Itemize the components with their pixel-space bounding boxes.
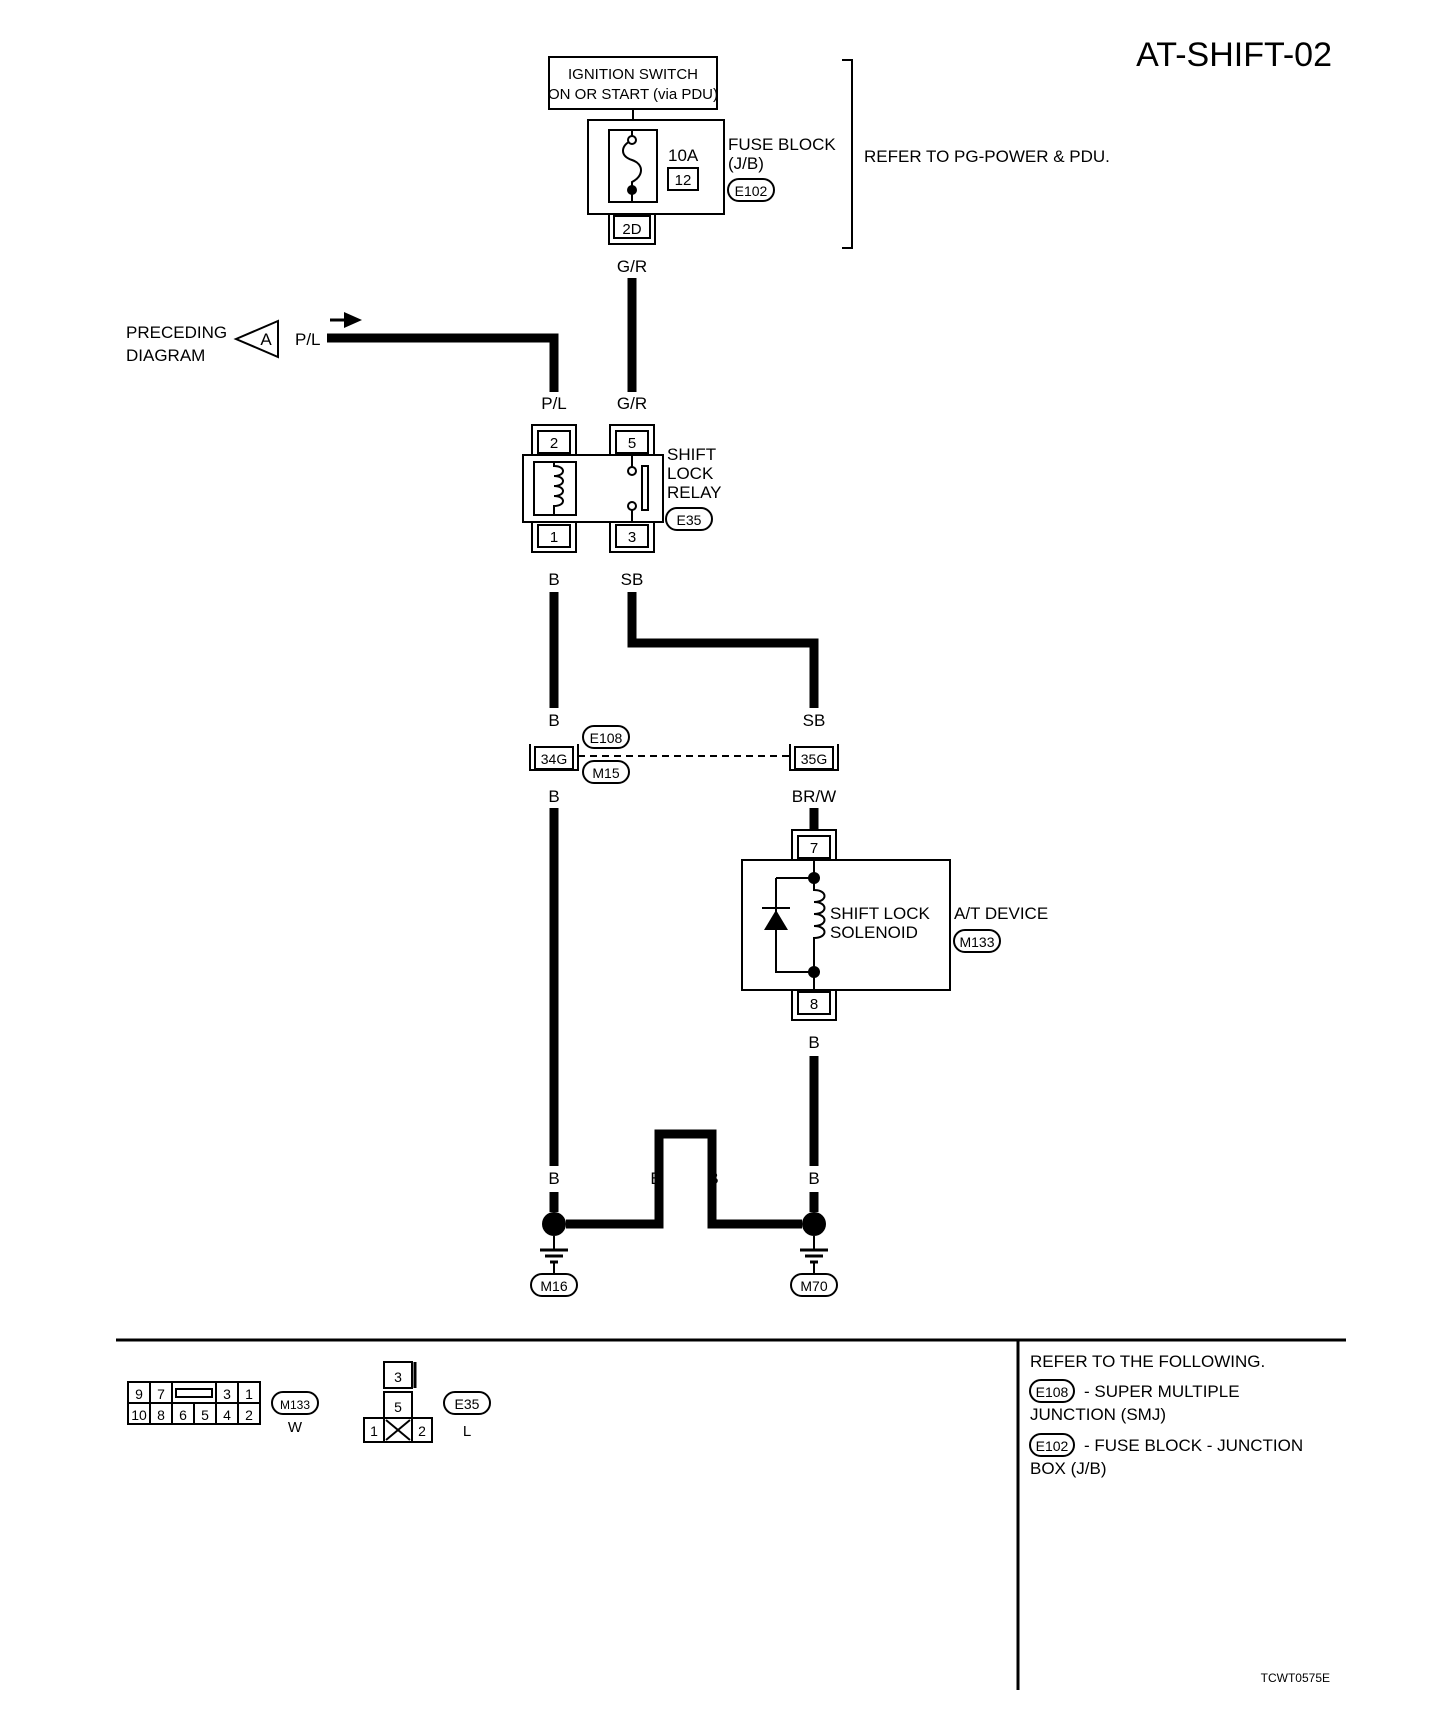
- e35-face-id: E35: [455, 1396, 480, 1412]
- m133-pin-10: 10: [131, 1407, 147, 1423]
- wire-label-sb-joint-top: SB: [803, 711, 826, 730]
- relay-terminal-5: 5: [628, 435, 636, 452]
- refer-bracket: [842, 59, 853, 249]
- e35-pin-3: 3: [394, 1369, 402, 1385]
- diagram-title: AT-SHIFT-02: [1136, 36, 1332, 74]
- shift-lock-relay: 2 5 1 3 SHIFT LOCK RELAY E35: [522, 424, 722, 553]
- m133-pin-7: 7: [157, 1386, 165, 1402]
- fuse-connector-id: E102: [735, 183, 768, 199]
- solenoid-coil-icon: [813, 878, 826, 972]
- wire-label-gr-top: G/R: [617, 257, 647, 276]
- device-terminal-7: 7: [810, 840, 818, 857]
- refer-power-note: REFER TO PG-POWER & PDU.: [864, 147, 1110, 166]
- ground-m16-label: M16: [540, 1278, 567, 1294]
- m133-pin-3: 3: [223, 1386, 231, 1402]
- wire-label-b-device: B: [808, 1033, 819, 1052]
- fuse-block-jb: (J/B): [728, 154, 764, 173]
- wire-label-b-joint-top: B: [548, 711, 559, 730]
- wire-label-pl-left: P/L: [295, 330, 321, 349]
- relay-name-3: RELAY: [667, 483, 722, 502]
- preceding-label-2: DIAGRAM: [126, 346, 205, 365]
- relay-terminal-1: 1: [550, 529, 558, 546]
- wire-label-sb-relay: SB: [621, 570, 644, 589]
- connector-face-m133: 9 7 3 1 10 8 6 5 4 2 M133 W: [127, 1381, 319, 1436]
- refer-heading: REFER TO THE FOLLOWING.: [1030, 1352, 1265, 1371]
- joint-terminal-34g: 34G: [541, 751, 567, 767]
- ground-m16: M16: [530, 1212, 578, 1297]
- refer-item1-line1: - SUPER MULTIPLE: [1084, 1382, 1240, 1401]
- fuse-block-name: FUSE BLOCK: [728, 135, 836, 154]
- fuse-number: 12: [675, 172, 692, 189]
- refer-item2-line2: BOX (J/B): [1030, 1459, 1107, 1478]
- joint-terminal-35g: 35G: [801, 751, 827, 767]
- ignition-switch-line2: ON OR START (via PDU): [548, 86, 718, 103]
- refer-following-panel: REFER TO THE FOLLOWING. E108 - SUPER MUL…: [1029, 1352, 1303, 1478]
- m133-pin-8: 8: [157, 1407, 165, 1423]
- wire-label-b-ground-3: B: [707, 1169, 718, 1188]
- m133-pin-6: 6: [179, 1407, 187, 1423]
- solenoid-label-2: SOLENOID: [830, 923, 918, 942]
- joint-connector-e108: E108: [590, 730, 623, 746]
- joint-connector-e108-m15: 34G 35G E108 M15: [529, 725, 839, 784]
- wire-label-b-ground-1: B: [548, 1169, 559, 1188]
- refer-item2-line1: - FUSE BLOCK - JUNCTION: [1084, 1436, 1303, 1455]
- fuse-block: 10A 12 FUSE BLOCK (J/B) E102 2D: [587, 119, 836, 245]
- solenoid-label-1: SHIFT LOCK: [830, 904, 930, 923]
- e35-pin-1: 1: [370, 1423, 378, 1439]
- wire-ground-jumper: [566, 1129, 802, 1229]
- relay-connector-id: E35: [677, 512, 702, 528]
- relay-name-2: LOCK: [667, 464, 714, 483]
- m133-pin-1: 1: [245, 1386, 253, 1402]
- m133-pin-4: 4: [223, 1407, 231, 1423]
- relay-terminal-2: 2: [550, 435, 558, 452]
- device-terminal-8: 8: [810, 996, 818, 1013]
- at-device: 7 SHIFT LOCK SOLENOID 8 A/T DEVICE M133: [741, 829, 1048, 1021]
- joint-connector-m15: M15: [592, 765, 619, 781]
- wire-label-b-joint-bottom: B: [548, 787, 559, 806]
- relay-name-1: SHIFT: [667, 445, 716, 464]
- preceding-label-1: PRECEDING: [126, 323, 227, 342]
- refer-item1-conn: E108: [1036, 1384, 1069, 1400]
- relay-terminal-3: 3: [628, 529, 636, 546]
- wire-label-pl-relay: P/L: [541, 394, 567, 413]
- connector-face-e35: 3 5 1 2 E35 L: [363, 1361, 491, 1443]
- m133-face-id: M133: [280, 1398, 310, 1412]
- m133-pin-2: 2: [245, 1407, 253, 1423]
- refer-item1-line2: JUNCTION (SMJ): [1030, 1405, 1166, 1424]
- ground-m70: M70: [790, 1212, 838, 1297]
- svg-text:A: A: [260, 330, 272, 349]
- ignition-switch-line1: IGNITION SWITCH: [568, 66, 698, 83]
- diode-icon: [764, 910, 788, 930]
- m133-pin-9: 9: [135, 1386, 143, 1402]
- e35-pin-2: 2: [418, 1423, 426, 1439]
- ignition-switch: IGNITION SWITCH ON OR START (via PDU): [548, 56, 718, 110]
- diagram-code: TCWT0575E: [1261, 1671, 1330, 1685]
- wire-label-b-ground-4: B: [808, 1169, 819, 1188]
- preceding-connector-marker: A: [233, 319, 279, 359]
- device-name: A/T DEVICE: [954, 904, 1048, 923]
- m133-pin-5: 5: [201, 1407, 209, 1423]
- wire-label-gr-relay: G/R: [617, 394, 647, 413]
- wire-label-b-relay: B: [548, 570, 559, 589]
- device-connector-id: M133: [959, 934, 994, 950]
- e35-face-color: L: [463, 1423, 471, 1440]
- refer-item2-conn: E102: [1036, 1438, 1069, 1454]
- wire-sb: [627, 592, 819, 708]
- wire-pl: [327, 333, 559, 392]
- wire-label-b-ground-2: B: [650, 1169, 661, 1188]
- fuse-amperage: 10A: [668, 146, 699, 165]
- wire-label-brw: BR/W: [792, 787, 836, 806]
- m133-face-color: W: [288, 1419, 303, 1436]
- fuse-terminal: 2D: [622, 221, 641, 238]
- ground-m70-label: M70: [800, 1278, 827, 1294]
- e35-pin-5: 5: [394, 1399, 402, 1415]
